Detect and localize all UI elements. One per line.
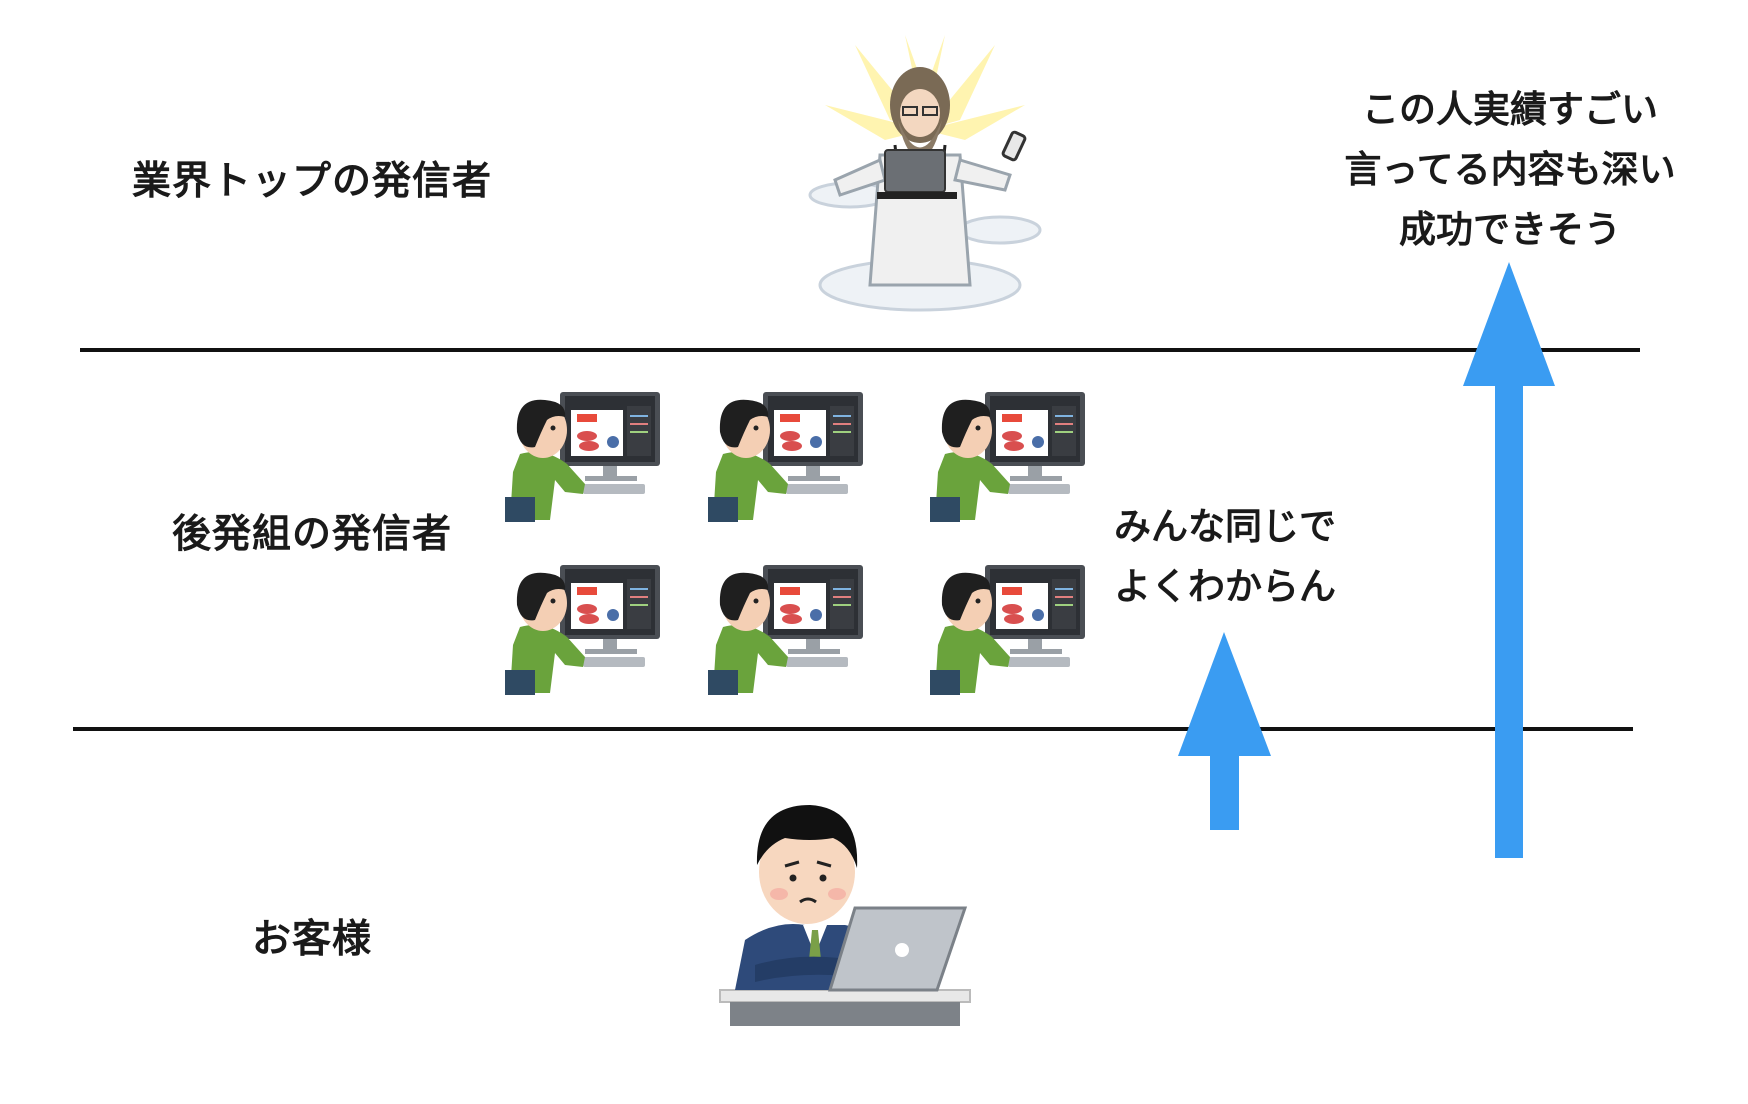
worker-figure-icon (707, 564, 864, 696)
divider-top (80, 348, 1640, 352)
arrow-up-tall-icon (1463, 262, 1555, 858)
worker-figure-icon (707, 391, 864, 523)
guru-figure-icon (808, 35, 1042, 312)
top-note-line: この人実績すごい (1362, 88, 1658, 131)
top-note-line: 成功できそう (1399, 208, 1621, 251)
worker-figure-icon (504, 564, 661, 696)
middle-note-line: みんな同じで (1114, 505, 1336, 548)
tier-label-middle: 後発組の発信者 (172, 512, 453, 557)
customer-figure-icon (719, 805, 971, 1026)
middle-note: みんな同じで よくわからん (1090, 497, 1360, 617)
worker-figure-icon (929, 564, 1086, 696)
middle-note-line: よくわからん (1114, 565, 1336, 608)
tier-label-top: 業界トップの発信者 (132, 159, 493, 204)
worker-figure-icon (504, 391, 661, 523)
arrow-up-short-icon (1178, 632, 1271, 830)
divider-bottom (73, 727, 1633, 731)
top-note-line: 言ってる内容も深い (1344, 148, 1676, 191)
worker-figure-icon (929, 391, 1086, 523)
top-note: この人実績すごい 言ってる内容も深い 成功できそう (1310, 80, 1710, 260)
tier-label-bottom: お客様 (252, 917, 373, 962)
